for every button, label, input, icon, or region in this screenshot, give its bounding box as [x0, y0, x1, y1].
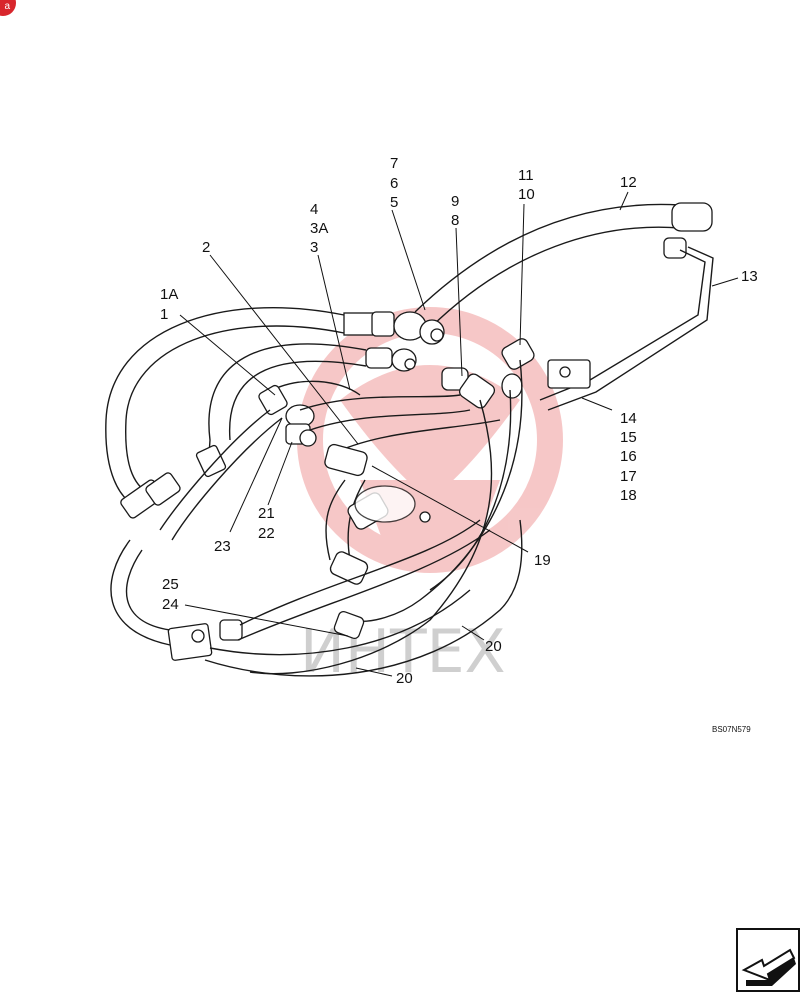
- callout-15: 15: [620, 429, 637, 446]
- callout-23: 23: [214, 538, 231, 555]
- callout-24: 24: [162, 596, 179, 613]
- callout-25: 25: [162, 576, 179, 593]
- page-badge-label: a: [4, 1, 10, 12]
- callout-19: 19: [534, 552, 551, 569]
- hose-assembly: [105, 202, 714, 677]
- callout-1A: 1A: [160, 286, 178, 303]
- arrow-down-left-icon: [741, 948, 796, 986]
- callout-10: 10: [518, 186, 535, 203]
- page-badge: a: [0, 0, 16, 16]
- callout-12: 12: [620, 174, 637, 191]
- callout-22: 22: [258, 525, 275, 542]
- callout-16: 16: [620, 448, 637, 465]
- callout-9: 9: [451, 193, 459, 210]
- callout-20-upper: 20: [485, 638, 502, 655]
- callout-labels: 7 6 5 9 8 11 10 12 13 4 3A 3 2 1A 1 14 1…: [160, 155, 758, 687]
- callout-1: 1: [160, 306, 168, 323]
- callout-4: 4: [310, 201, 318, 218]
- callout-3A: 3A: [310, 220, 328, 237]
- callout-8: 8: [451, 212, 459, 229]
- callout-6: 6: [390, 175, 398, 192]
- callout-7: 7: [390, 155, 398, 172]
- callout-20-lower: 20: [396, 670, 413, 687]
- callout-5: 5: [390, 194, 398, 211]
- callout-18: 18: [620, 487, 637, 504]
- leader-lines: [179, 191, 739, 677]
- drawing-number: BS07N579: [712, 725, 751, 734]
- callout-21: 21: [258, 505, 275, 522]
- callout-14: 14: [620, 410, 637, 427]
- callout-13: 13: [741, 268, 758, 285]
- callout-3: 3: [310, 239, 318, 256]
- nav-arrow-button[interactable]: [736, 928, 800, 992]
- callout-11: 11: [518, 167, 534, 184]
- callout-2: 2: [202, 239, 210, 256]
- callout-17: 17: [620, 468, 637, 485]
